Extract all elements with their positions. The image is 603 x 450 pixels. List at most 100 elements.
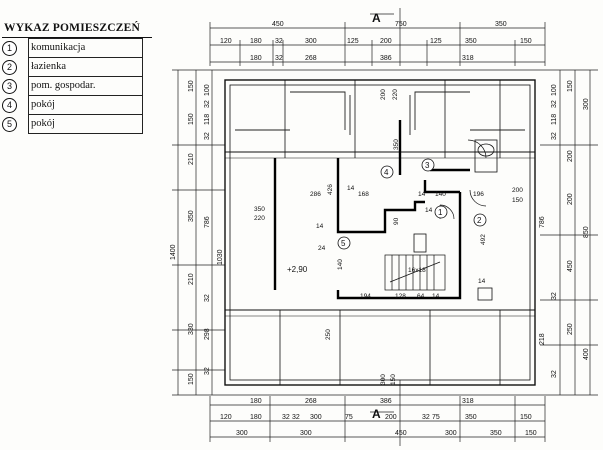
dim-top-3: 350 [495, 21, 507, 28]
dim-left-3: 210 [188, 153, 195, 165]
left-dimension-labels: 1400 150 150 210 350 210 330 150 32 118 … [170, 80, 224, 385]
dim-int-8: 140 [435, 191, 446, 198]
dim-top2-4: 300 [305, 38, 317, 45]
dim-left-in-4: 100 [204, 84, 211, 96]
dim-bot2-6: 200 [385, 414, 397, 421]
dim-bot3-2: 300 [300, 430, 312, 437]
legend-row-4: 4 pokój [2, 96, 143, 115]
dim-left-in-5: 786 [204, 216, 211, 228]
section-marks: A A [372, 11, 381, 421]
bathroom-fixtures [413, 139, 498, 301]
legend-row-5: 5 pokój [2, 115, 143, 134]
building-walls [224, 79, 536, 386]
dim-bot1-3: 32 [282, 414, 290, 421]
legend-row-1: 1 komunikacja [2, 38, 143, 58]
dim-top2-2: 180 [250, 38, 262, 45]
legend-number-3: 3 [2, 79, 17, 94]
dim-bot1-2: 268 [305, 398, 317, 405]
dim-right-in-6: 32 [551, 292, 558, 300]
interior-walls [273, 120, 470, 300]
side-dimension-lines [172, 69, 598, 396]
legend-label-2: łazienka [31, 61, 66, 72]
dim-bot3-6: 150 [525, 430, 537, 437]
legend-number-1: 1 [2, 41, 17, 56]
dim-right-7: 400 [583, 348, 590, 360]
dim-left-7: 150 [188, 373, 195, 385]
dim-int-25: 300 [380, 374, 387, 385]
dim-top2-6: 200 [380, 38, 392, 45]
legend-label-4: pokój [31, 99, 55, 110]
dim-left-in-7: 32 [204, 294, 211, 302]
dim-top-1: 450 [272, 21, 284, 28]
dim-bot1-5: 32 [422, 414, 430, 421]
legend-label-3: pom. gospodar. [31, 80, 96, 91]
dim-int-13: 220 [254, 215, 265, 222]
dim-int-12: 350 [254, 206, 265, 213]
dim-left-in-2: 118 [204, 114, 211, 125]
dim-top3-4: 386 [380, 55, 392, 62]
dim-int-27: 14 [478, 278, 486, 285]
dim-left-in-9: 32 [204, 367, 211, 375]
dim-int-17: 24 [318, 245, 326, 252]
dim-right-in-1: 100 [551, 84, 558, 96]
level-mark: +2,90 [287, 265, 308, 274]
dim-right-3: 200 [567, 150, 574, 162]
dim-right-4: 200 [567, 193, 574, 205]
legend-number-2: 2 [2, 60, 17, 75]
legend-title-rule [2, 37, 152, 38]
room-legend: WYKAZ POMIESZCZEŃ 1 komunikacja 2 łazien… [2, 22, 152, 134]
dim-bot3-5: 350 [490, 430, 502, 437]
dim-bot2-9: 150 [520, 414, 532, 421]
top-dimension-lines [209, 8, 546, 66]
roof-lines [235, 91, 525, 135]
dim-top2-7: 125 [430, 38, 442, 45]
dim-left-in-6: 1030 [217, 249, 224, 265]
interior-dimension-labels: 220 200 350 426 286 168 14 140 196 200 1… [254, 89, 523, 385]
dim-right-outer: 850 [583, 226, 590, 238]
dim-left-in-3: 32 [204, 132, 211, 140]
dim-top2-5: 125 [347, 38, 359, 45]
staircase [384, 254, 446, 291]
dim-bot1-1: 180 [250, 398, 262, 405]
dim-top3-3: 268 [305, 55, 317, 62]
dim-right-in-2: 32 [551, 100, 558, 108]
room-marker-2: 2 [477, 216, 482, 225]
dim-left-in-1: 32 [204, 100, 211, 108]
dim-left-4: 350 [188, 210, 195, 222]
dim-top3-5: 318 [462, 55, 474, 62]
dim-bot2-8: 350 [465, 414, 477, 421]
dim-right-in-7: 218 [539, 333, 546, 345]
dim-top2-8: 350 [465, 38, 477, 45]
dim-int-28: 16x18 [408, 267, 426, 274]
dim-top2-1: 120 [220, 38, 232, 45]
dim-right-in-5: 786 [539, 216, 546, 228]
room-markers: 1 2 3 4 5 [337, 158, 487, 250]
dim-int-19: 492 [480, 234, 487, 245]
dim-int-1: 220 [392, 89, 399, 100]
dim-bot2-7: 75 [432, 414, 440, 421]
dim-int-7: 14 [347, 185, 355, 192]
dim-int-29: 140 [337, 259, 344, 270]
dim-right-6: 250 [567, 323, 574, 335]
dim-int-14: 14 [316, 223, 324, 230]
bottom-dimension-labels: 180 268 32 386 32 318 120 180 32 300 75 … [220, 398, 537, 437]
room-marker-1: 1 [438, 208, 443, 217]
dim-top3-1: 180 [250, 55, 262, 62]
dim-int-10: 200 [512, 187, 523, 194]
room-marker-4: 4 [384, 168, 389, 177]
dim-bot2-5: 75 [345, 414, 353, 421]
dim-left-in-8: 298 [204, 328, 211, 340]
dim-int-4: 426 [327, 184, 334, 195]
dim-int-16: 14 [418, 191, 426, 198]
dim-left-6: 330 [188, 323, 195, 335]
right-dimension-labels: 850 150 300 200 200 450 250 400 100 32 1… [539, 80, 590, 378]
dim-top-2: 750 [395, 21, 407, 28]
legend-title: WYKAZ POMIESZCZEŃ [4, 22, 140, 34]
dim-left-2: 150 [188, 113, 195, 125]
dim-left-1: 150 [188, 80, 195, 92]
dim-int-3: 350 [393, 139, 400, 150]
section-mark-bottom: A [372, 407, 381, 421]
legend-label-5: pokój [31, 118, 55, 129]
legend-row-2: 2 łazienka [2, 58, 143, 77]
